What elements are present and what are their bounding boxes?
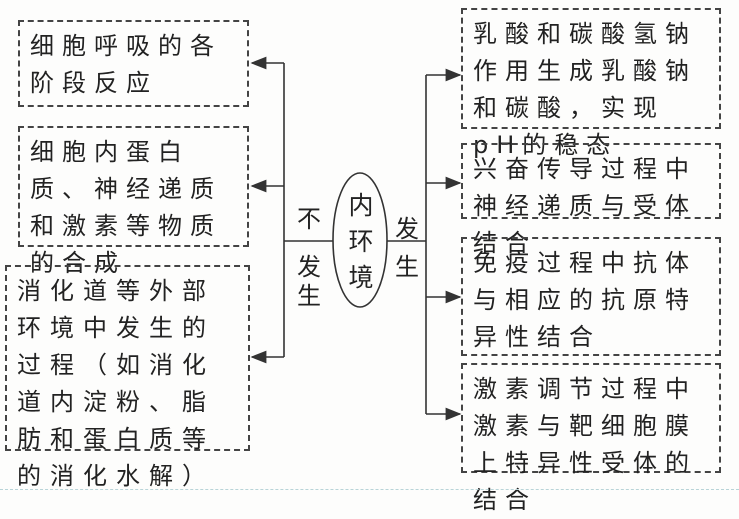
left-box-2: 细胞内蛋白质、神经递质和激素等物质的合成 <box>18 126 249 277</box>
center-ellipse <box>332 172 388 308</box>
center-label: 内环境 <box>348 191 374 292</box>
left-branch-label-bottom: 发生 <box>297 253 321 310</box>
right-branch-label: 发生 <box>395 215 419 281</box>
right-box-2: 兴奋传导过程中神经递质与受体结合 <box>461 143 721 257</box>
left-box-1: 细胞呼吸的各阶段反应 <box>18 20 249 107</box>
right-box-4: 激素调节过程中激素与靶细胞膜上特异性受体的结合 <box>461 363 721 514</box>
right-box-3: 免疫过程中抗体与相应的抗原特异性结合 <box>461 237 721 356</box>
right-box-1: 乳酸和碳酸氢钠作用生成乳酸钠和碳酸，实现pH的稳态 <box>461 8 721 159</box>
connector-lines <box>250 56 462 421</box>
page-divider <box>0 489 739 490</box>
left-box-3: 消化道等外部环境中发生的过程（如消化道内淀粉、脂肪和蛋白质等的消化水解） <box>5 265 250 490</box>
left-branch-label-top: 不 <box>297 205 321 233</box>
